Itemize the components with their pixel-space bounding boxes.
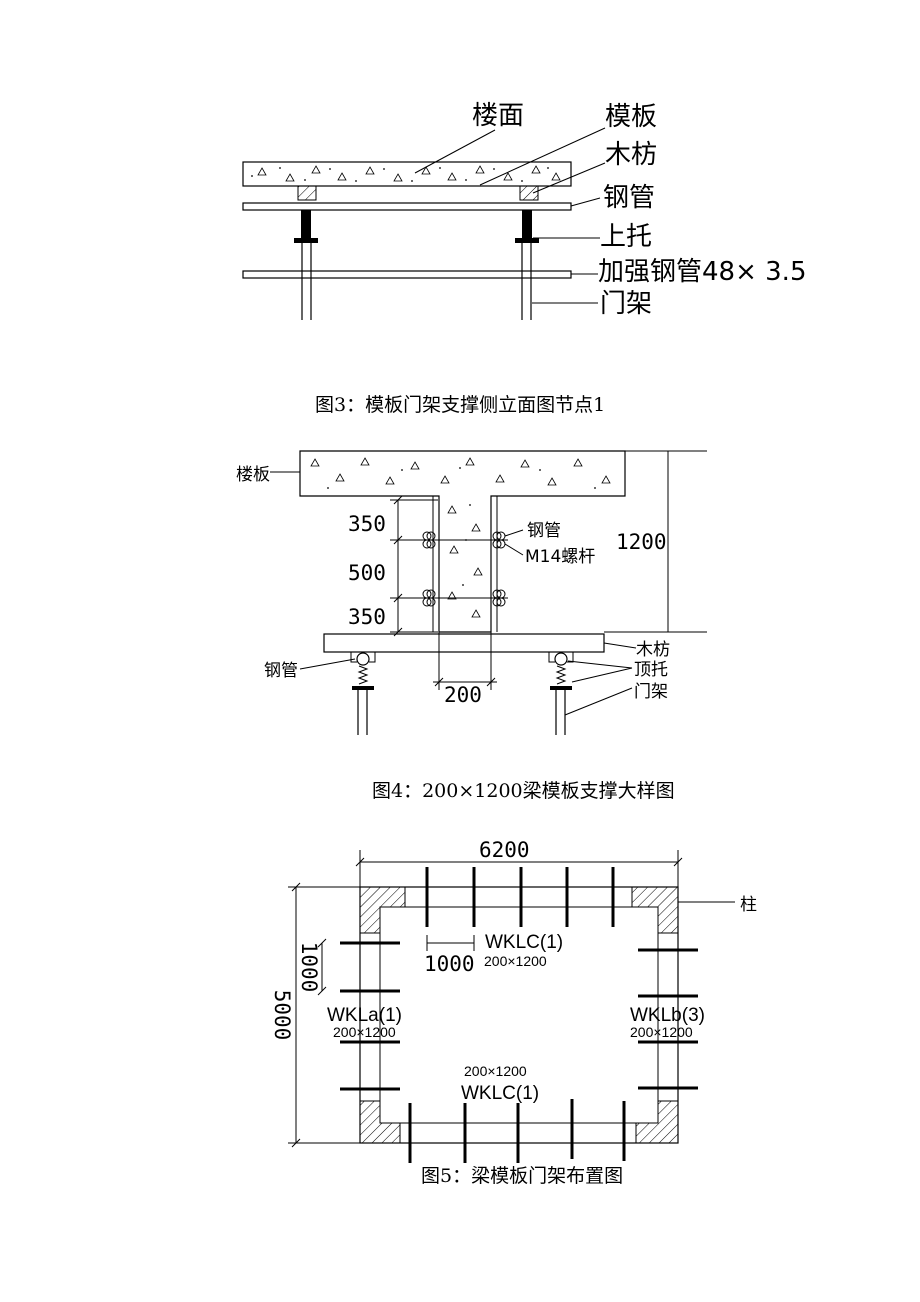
dimension-1000-vertical: 1000 (297, 942, 321, 993)
timber-joist-right (519, 185, 539, 201)
figure-4-caption: 图4：200×1200梁模板支撑大样图 (372, 780, 675, 802)
dimension-200: 200 (444, 683, 482, 707)
screw-jack-left (352, 665, 374, 690)
label-reinforcing-pipe: 加强钢管48× 3.5 (598, 257, 806, 287)
label-timber-joist-fig4: 木枋 (636, 640, 670, 660)
figure-4-beam-detail: 楼板 钢管 M14螺杆 木枋 钢管 顶托 门架 350 500 350 1200… (236, 450, 707, 802)
beam-top-name: WKLC(1) (485, 932, 563, 953)
label-portal-frame-fig4: 门架 (634, 682, 668, 702)
label-floor-surface: 楼面 (472, 101, 524, 131)
label-top-support-fig4: 顶托 (634, 660, 668, 680)
portal-frame-legs (301, 243, 532, 320)
frame-markers-top (425, 867, 615, 927)
timber-joist-bar (323, 633, 605, 653)
label-steel-pipe-right: 钢管 (527, 521, 561, 541)
column-top-left (359, 886, 406, 934)
frame-markers-bottom (408, 1099, 626, 1163)
leader-lines-fig3 (414, 127, 606, 304)
portal-frame-legs-fig4 (357, 690, 566, 735)
floor-slab (242, 161, 572, 187)
steel-pipe-left (356, 652, 370, 666)
beam-right-name: WKLb(3) (630, 1005, 705, 1026)
steel-pipe-right (554, 652, 568, 666)
column-top-right (631, 886, 679, 934)
label-column: 柱 (740, 895, 757, 915)
label-steel-pipe: 钢管 (603, 183, 655, 213)
frame-markers-right (638, 948, 698, 1090)
timber-joist-left (297, 185, 317, 201)
screw-jack-right (550, 665, 572, 690)
label-formwork: 模板 (605, 102, 657, 132)
beam-right-size: 200×1200 (630, 1024, 693, 1040)
beam-bottom-size: 200×1200 (464, 1063, 527, 1079)
label-portal-frame: 门架 (600, 289, 652, 319)
dimension-lines-fig4 (390, 450, 707, 690)
label-bolt: M14螺杆 (525, 547, 595, 567)
figure-3-elevation: 楼面 模板 木枋 钢管 上托 加强钢管48× 3.5 门架 图3：模板门架支撑侧… (242, 101, 806, 416)
beam-top-size: 200×1200 (484, 953, 547, 969)
label-steel-pipe-left: 钢管 (264, 661, 298, 681)
frame-markers-left (340, 941, 400, 1091)
dimension-1000-horizontal: 1000 (424, 952, 475, 976)
beam-left-name: WKLa(1) (327, 1005, 402, 1026)
figure-5-layout-plan: 6200 5000 1000 1000 柱 WKLC(1) 200×1200 W… (270, 838, 757, 1187)
column-bottom-right (635, 1100, 679, 1144)
label-top-support: 上托 (600, 222, 652, 252)
beam-bottom-name: WKLC(1) (461, 1083, 539, 1104)
slab-concrete-pattern (251, 165, 561, 182)
dimension-350-top: 350 (348, 512, 386, 536)
beam-concrete-pattern (310, 457, 611, 618)
dimension-5000: 5000 (270, 990, 294, 1041)
label-timber-joist: 木枋 (605, 140, 657, 170)
column-bottom-left (359, 1100, 401, 1144)
top-support-right (515, 210, 539, 243)
dimension-lines-fig5 (288, 850, 735, 1148)
figure-5-caption: 图5：梁模板门架布置图 (421, 1165, 623, 1187)
beam-left-size: 200×1200 (333, 1024, 396, 1040)
steel-pipe (242, 202, 572, 211)
dimension-1200: 1200 (616, 530, 667, 554)
dimension-500: 500 (348, 561, 386, 585)
figure-3-caption: 图3：模板门架支撑侧立面图节点1 (315, 394, 605, 416)
label-slab: 楼板 (236, 465, 270, 485)
leader-lines-fig4 (270, 471, 637, 716)
top-support-left (294, 210, 318, 243)
dimension-6200: 6200 (479, 838, 530, 862)
dimension-350-bottom: 350 (348, 605, 386, 629)
